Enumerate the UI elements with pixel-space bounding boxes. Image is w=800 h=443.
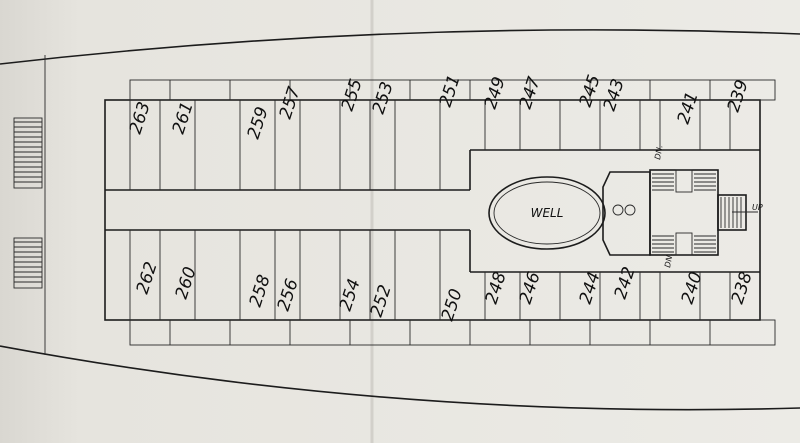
well-label: WELL: [531, 206, 564, 220]
well: [488, 176, 606, 250]
stair-down-label-top: DN.: [653, 144, 664, 160]
stair-up-label: UP: [752, 203, 763, 212]
gangway-ladders: [13, 117, 43, 289]
staircase: [602, 169, 758, 256]
stair-down-label-bottom: DN.: [663, 252, 674, 268]
hull-top-line: [0, 29, 800, 65]
deck-structure: [104, 79, 776, 346]
hull-bottom-line: [0, 345, 800, 411]
